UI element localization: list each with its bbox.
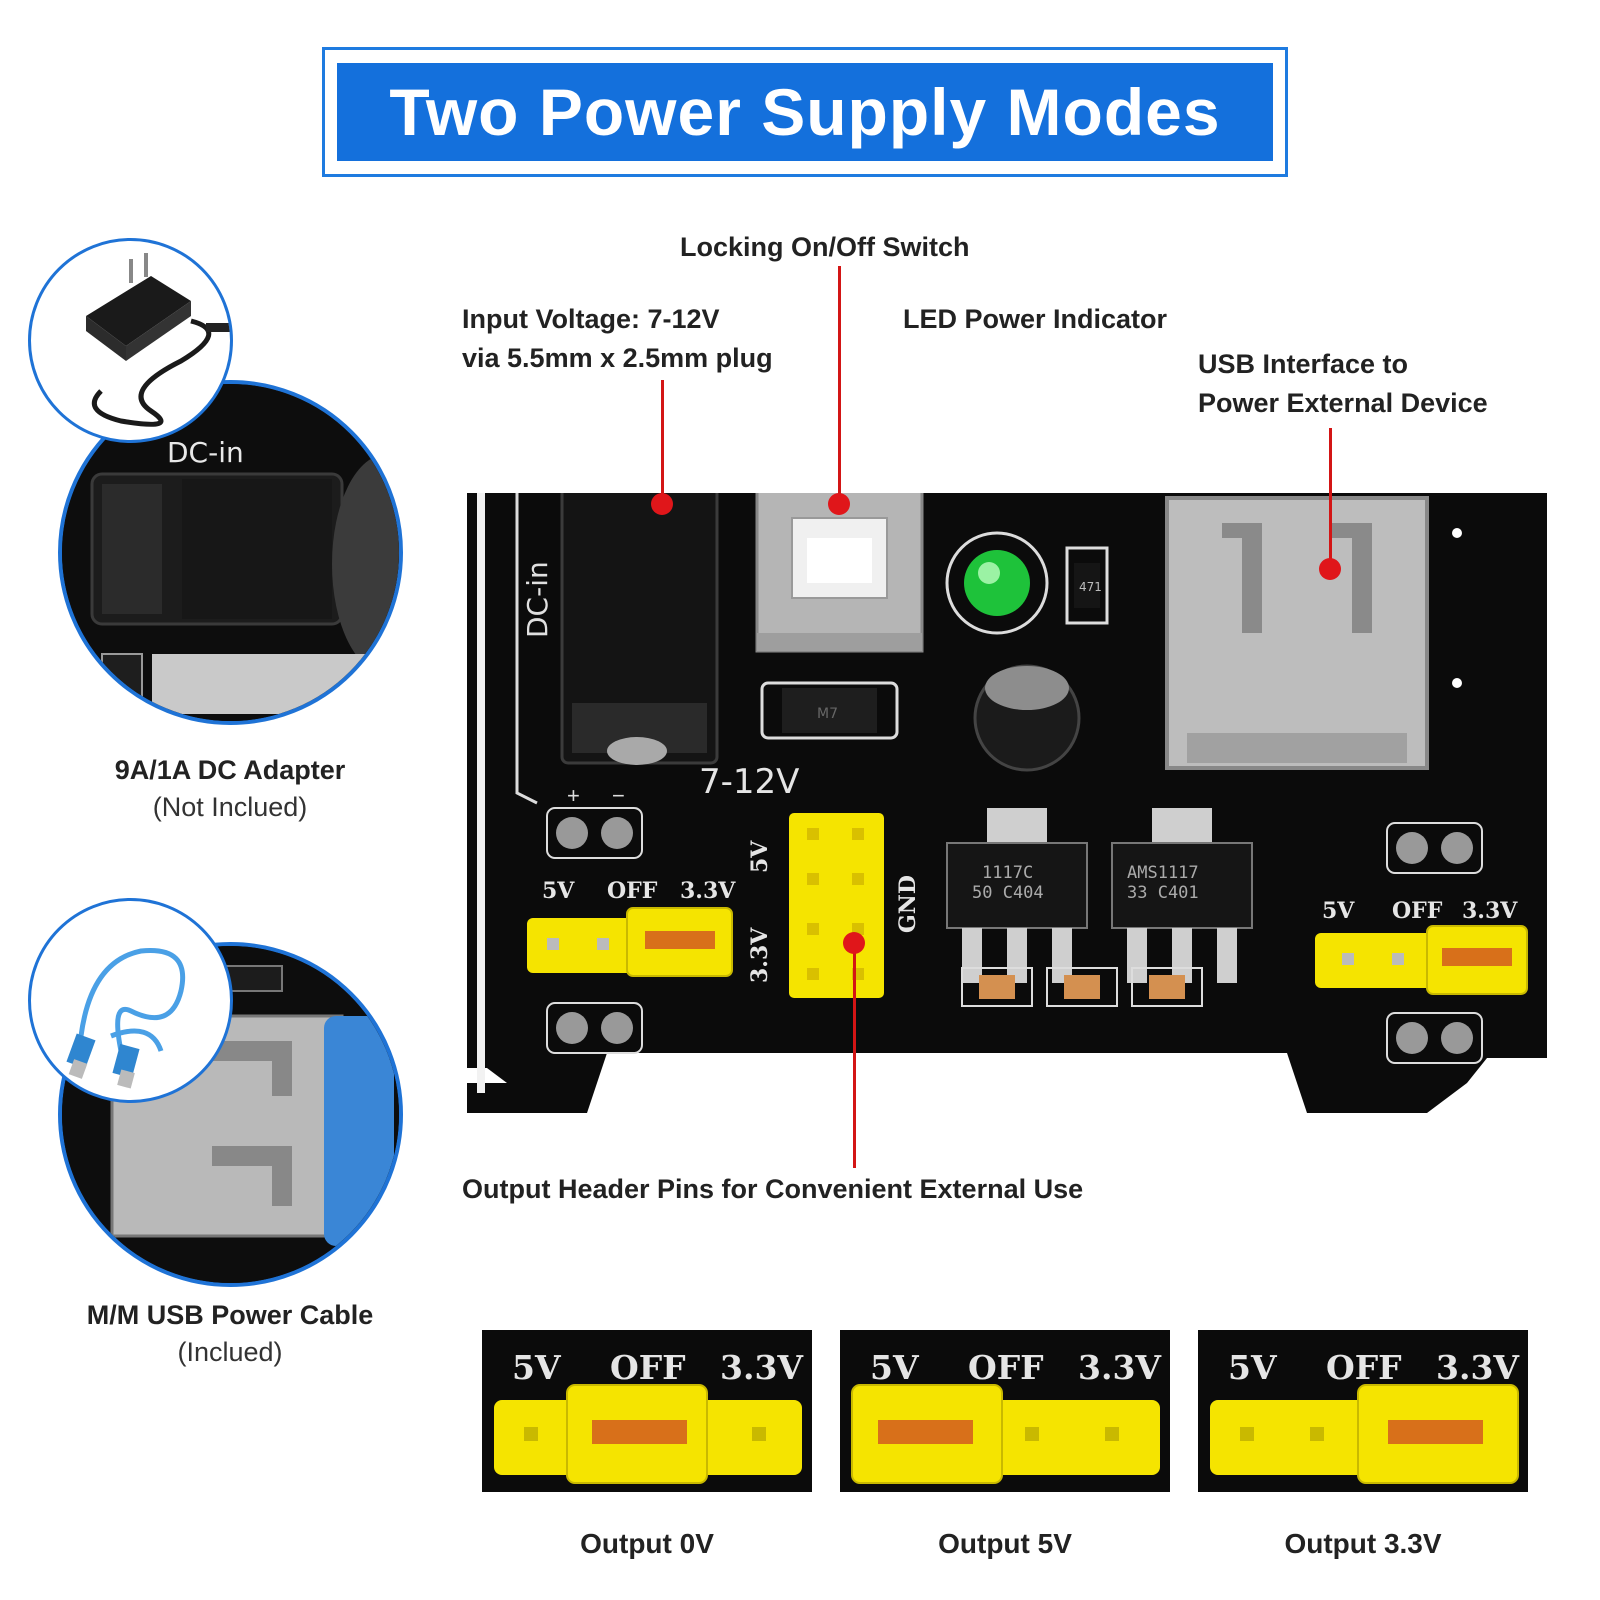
mode3-5v: 5V (1228, 1348, 1277, 1387)
usb-callout-dot (1319, 558, 1341, 580)
right-jumper-5v: 5V (1322, 898, 1355, 924)
header-33v-label: 3.3V (747, 927, 773, 983)
right-jumper-off: OFF (1392, 898, 1443, 924)
left-top-plus: + (567, 783, 580, 808)
input-callout-dot (651, 493, 673, 515)
mode1-5v: 5V (512, 1348, 561, 1387)
mode1-off: OFF (610, 1348, 686, 1387)
left-jumper-5v: 5V (542, 878, 575, 904)
adapter-caption: 9A/1A DC Adapter (Not Inclued) (60, 752, 400, 826)
reg1-line1: 1117C (982, 863, 1033, 883)
adapter-photo (28, 238, 233, 443)
reg2-line1: AMS1117 (1127, 863, 1199, 883)
header-callout-dot (843, 932, 865, 954)
adapter-art (86, 253, 230, 427)
power-supply-board: DC-in 7-12V M7 471 + − 5V OFF 3.3V 5V (467, 481, 1547, 1131)
adapter-title: 9A/1A DC Adapter (114, 755, 346, 785)
usb-port-closeup-photo (58, 942, 403, 1287)
header-callout-line (853, 940, 856, 1168)
usb-callout: USB Interface to Power External Device (1198, 345, 1488, 423)
usb-cable-photo (28, 898, 233, 1103)
reg1-line2: 50 C404 (972, 883, 1044, 903)
switch-callout-label: Locking On/Off Switch (680, 232, 970, 262)
mode2-caption: Output 5V (938, 1528, 1072, 1559)
usb-port-closeup-art (62, 946, 399, 1283)
page-title: Two Power Supply Modes (337, 63, 1273, 161)
left-jumper-33v: 3.3V (680, 878, 736, 904)
mode2-5v: 5V (870, 1348, 919, 1387)
usb-callout-line2: Power External Device (1198, 388, 1488, 418)
input-voltage-callout: Input Voltage: 7-12V via 5.5mm x 2.5mm p… (462, 300, 773, 378)
mode1-caption: Output 0V (580, 1528, 714, 1559)
diode-label: M7 (817, 706, 838, 722)
adapter-note: (Not Inclued) (152, 792, 308, 822)
header-gnd-label: GND (895, 875, 921, 933)
board-voltage-label: 7-12V (699, 762, 799, 802)
mode-panel-off: 5V OFF 3.3V (482, 1330, 812, 1492)
left-jumper-off: OFF (607, 878, 658, 904)
led-callout-label: LED Power Indicator (903, 304, 1168, 334)
mode2-off: OFF (968, 1348, 1044, 1387)
switch-callout-line (838, 266, 841, 504)
right-jumper-33v: 3.3V (1462, 898, 1518, 924)
mode3-caption: Output 3.3V (1284, 1528, 1442, 1559)
cable-title: M/M USB Power Cable (86, 1300, 374, 1330)
mode-panel-5v: 5V OFF 3.3V (840, 1330, 1170, 1492)
usb-cable-art (66, 948, 186, 1089)
switch-callout-dot (828, 493, 850, 515)
mode2-33v: 3.3V (1078, 1348, 1162, 1387)
usb-callout-line1: USB Interface to (1198, 349, 1409, 379)
header-pins-callout-label: Output Header Pins for Convenient Extern… (462, 1174, 1084, 1204)
usb-callout-line (1329, 428, 1332, 563)
header-5v-label: 5V (747, 840, 773, 873)
mode2-jumper-art (851, 1384, 1160, 1484)
board-dc-in-label: DC-in (521, 561, 554, 638)
input-callout-line (661, 380, 664, 505)
mode3-off: OFF (1326, 1348, 1402, 1387)
mode1-33v: 3.3V (720, 1348, 804, 1387)
mode3-jumper-art (1210, 1384, 1519, 1484)
input-voltage-line1: Input Voltage: 7-12V (462, 304, 720, 334)
resistor-label: 471 (1079, 580, 1102, 594)
mode-panel-33v: 5V OFF 3.3V (1198, 1330, 1528, 1492)
reg2-line2: 33 C401 (1127, 883, 1199, 903)
input-voltage-line2: via 5.5mm x 2.5mm plug (462, 343, 773, 373)
dc-in-silk-label: DC-in (167, 436, 244, 469)
board-art: DC-in 7-12V M7 471 + − 5V OFF 3.3V 5V (467, 481, 1547, 1113)
title-frame (322, 47, 1288, 177)
mode1-jumper-art (494, 1384, 802, 1484)
mode3-33v: 3.3V (1436, 1348, 1520, 1387)
cable-caption: M/M USB Power Cable (Inclued) (50, 1297, 410, 1371)
cable-note: (Inclued) (177, 1337, 283, 1367)
left-top-minus: − (612, 783, 625, 808)
